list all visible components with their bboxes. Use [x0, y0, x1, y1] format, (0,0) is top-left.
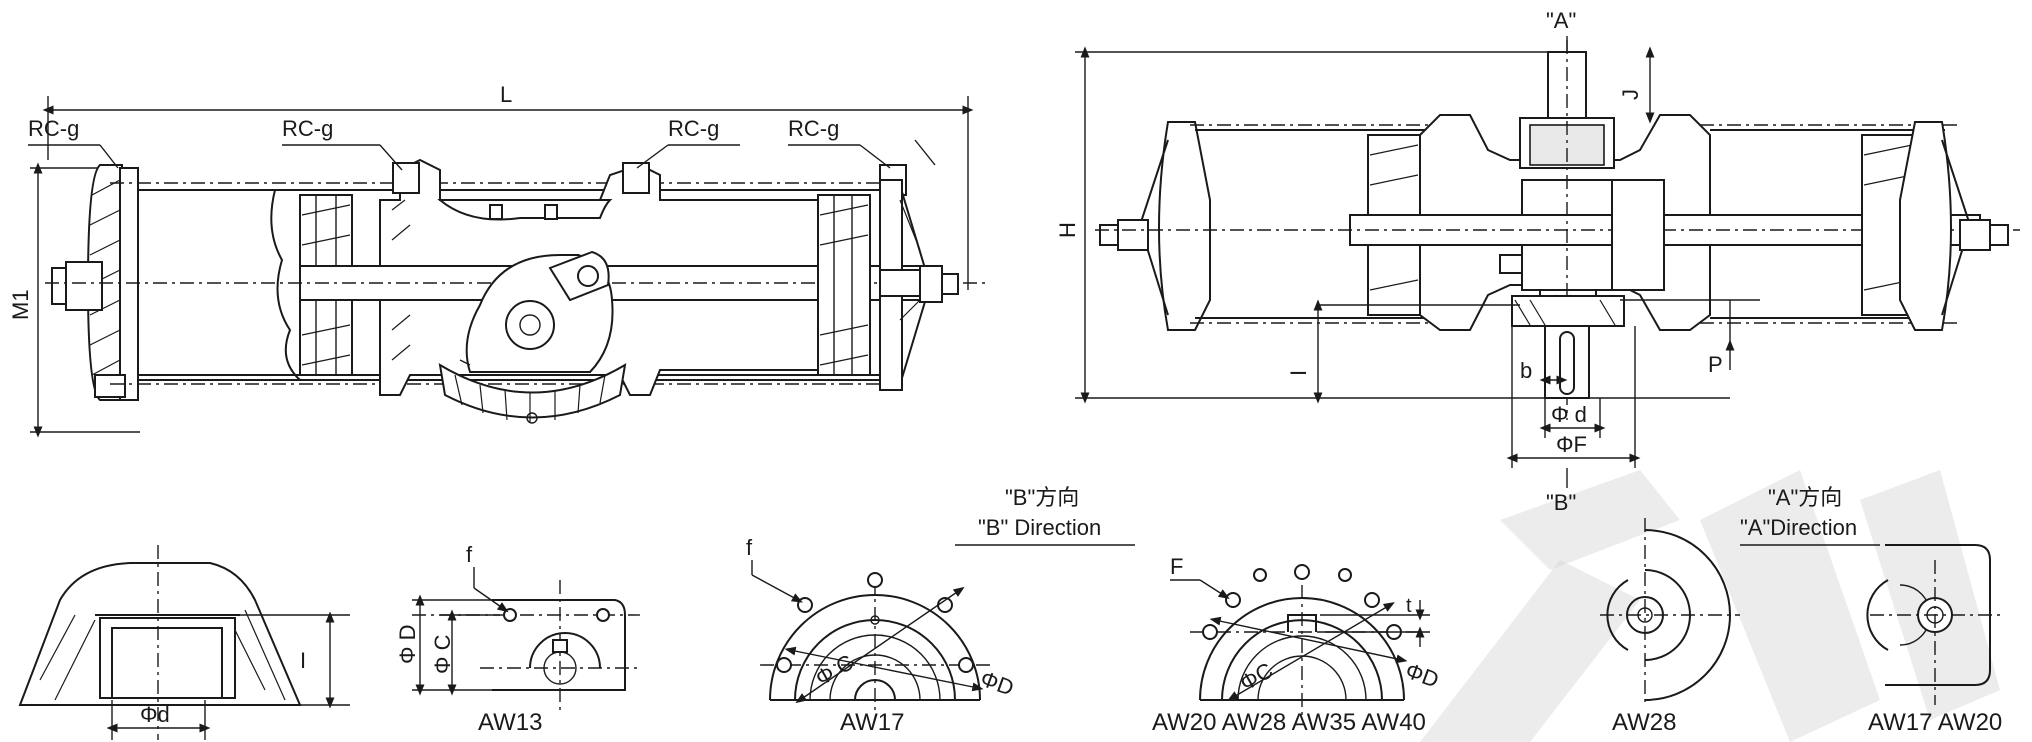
detail-aw17: f Φ C ΦD AW17 — [746, 535, 1017, 736]
a-direction-label: "A"方向 "A"Direction — [1740, 485, 1880, 546]
dimension-j-label: J — [1618, 89, 1643, 100]
detail-shaft-i-label: I — [300, 648, 306, 673]
aw17-phi-d-label: ΦD — [977, 666, 1017, 701]
dimension-p-label: P — [1708, 352, 1723, 377]
aw17-aw20-caption: AW17 AW20 — [1868, 709, 2002, 736]
port-label-2: RC-g — [282, 116, 333, 141]
dimension-d-label: Φ d — [1551, 402, 1587, 427]
dimension-i-label: I — [1286, 370, 1311, 376]
port-label-3: RC-g — [668, 116, 719, 141]
aw13-phi-d-label: Φ D — [395, 624, 420, 664]
aw20-t-label: t — [1406, 595, 1412, 617]
port-label-4: RC-g — [788, 116, 839, 141]
aw20-phi-c-label: ΦC — [1236, 657, 1278, 695]
aw28-caption: AW28 — [1612, 709, 1676, 736]
aw20-f-label: F — [1170, 554, 1183, 579]
dimension-l-label: L — [500, 82, 512, 107]
aw20-phi-d-label: ΦD — [1402, 658, 1442, 693]
view-a-marker: "A" — [1546, 8, 1576, 33]
front-view: L M1 — [8, 82, 990, 438]
detail-aw20-group: t F ΦC ΦD AW20 AW28 AW35 AW40 — [1152, 554, 1442, 736]
a-direction-chinese: "A"方向 — [1768, 485, 1842, 510]
aw20-caption: AW20 AW28 AW35 AW40 — [1152, 709, 1426, 736]
view-b-marker: "B" — [1546, 490, 1576, 515]
aw13-f-label: f — [466, 542, 473, 567]
watermark — [1420, 470, 2000, 742]
b-direction-chinese: "B"方向 — [1005, 485, 1079, 510]
dimension-f-label: ΦF — [1556, 432, 1587, 457]
aw13-caption: AW13 — [478, 709, 542, 736]
dimension-h-label: H — [1055, 222, 1080, 238]
a-direction-english: "A"Direction — [1740, 515, 1857, 540]
detail-shaft-section: I Φd — [18, 545, 350, 740]
b-direction-english: "B" Direction — [978, 515, 1101, 540]
aw13-phi-c-label: Φ C — [430, 634, 455, 674]
aw17-f-label: f — [746, 535, 753, 560]
detail-aw13: Φ D Φ C f AW13 — [395, 542, 640, 736]
detail-shaft-d-label: Φd — [140, 702, 170, 727]
dimension-b-label: b — [1520, 358, 1532, 383]
detail-aw28: AW28 — [1600, 518, 1740, 736]
top-view: H "A" J — [1055, 8, 2020, 515]
port-label-1: RC-g — [28, 116, 79, 141]
detail-aw17-aw20: AW17 AW20 — [1866, 544, 2002, 736]
b-direction-label: "B"方向 "B" Direction — [955, 485, 1135, 546]
aw17-caption: AW17 — [840, 709, 904, 736]
dimension-m1-label: M1 — [8, 289, 33, 320]
